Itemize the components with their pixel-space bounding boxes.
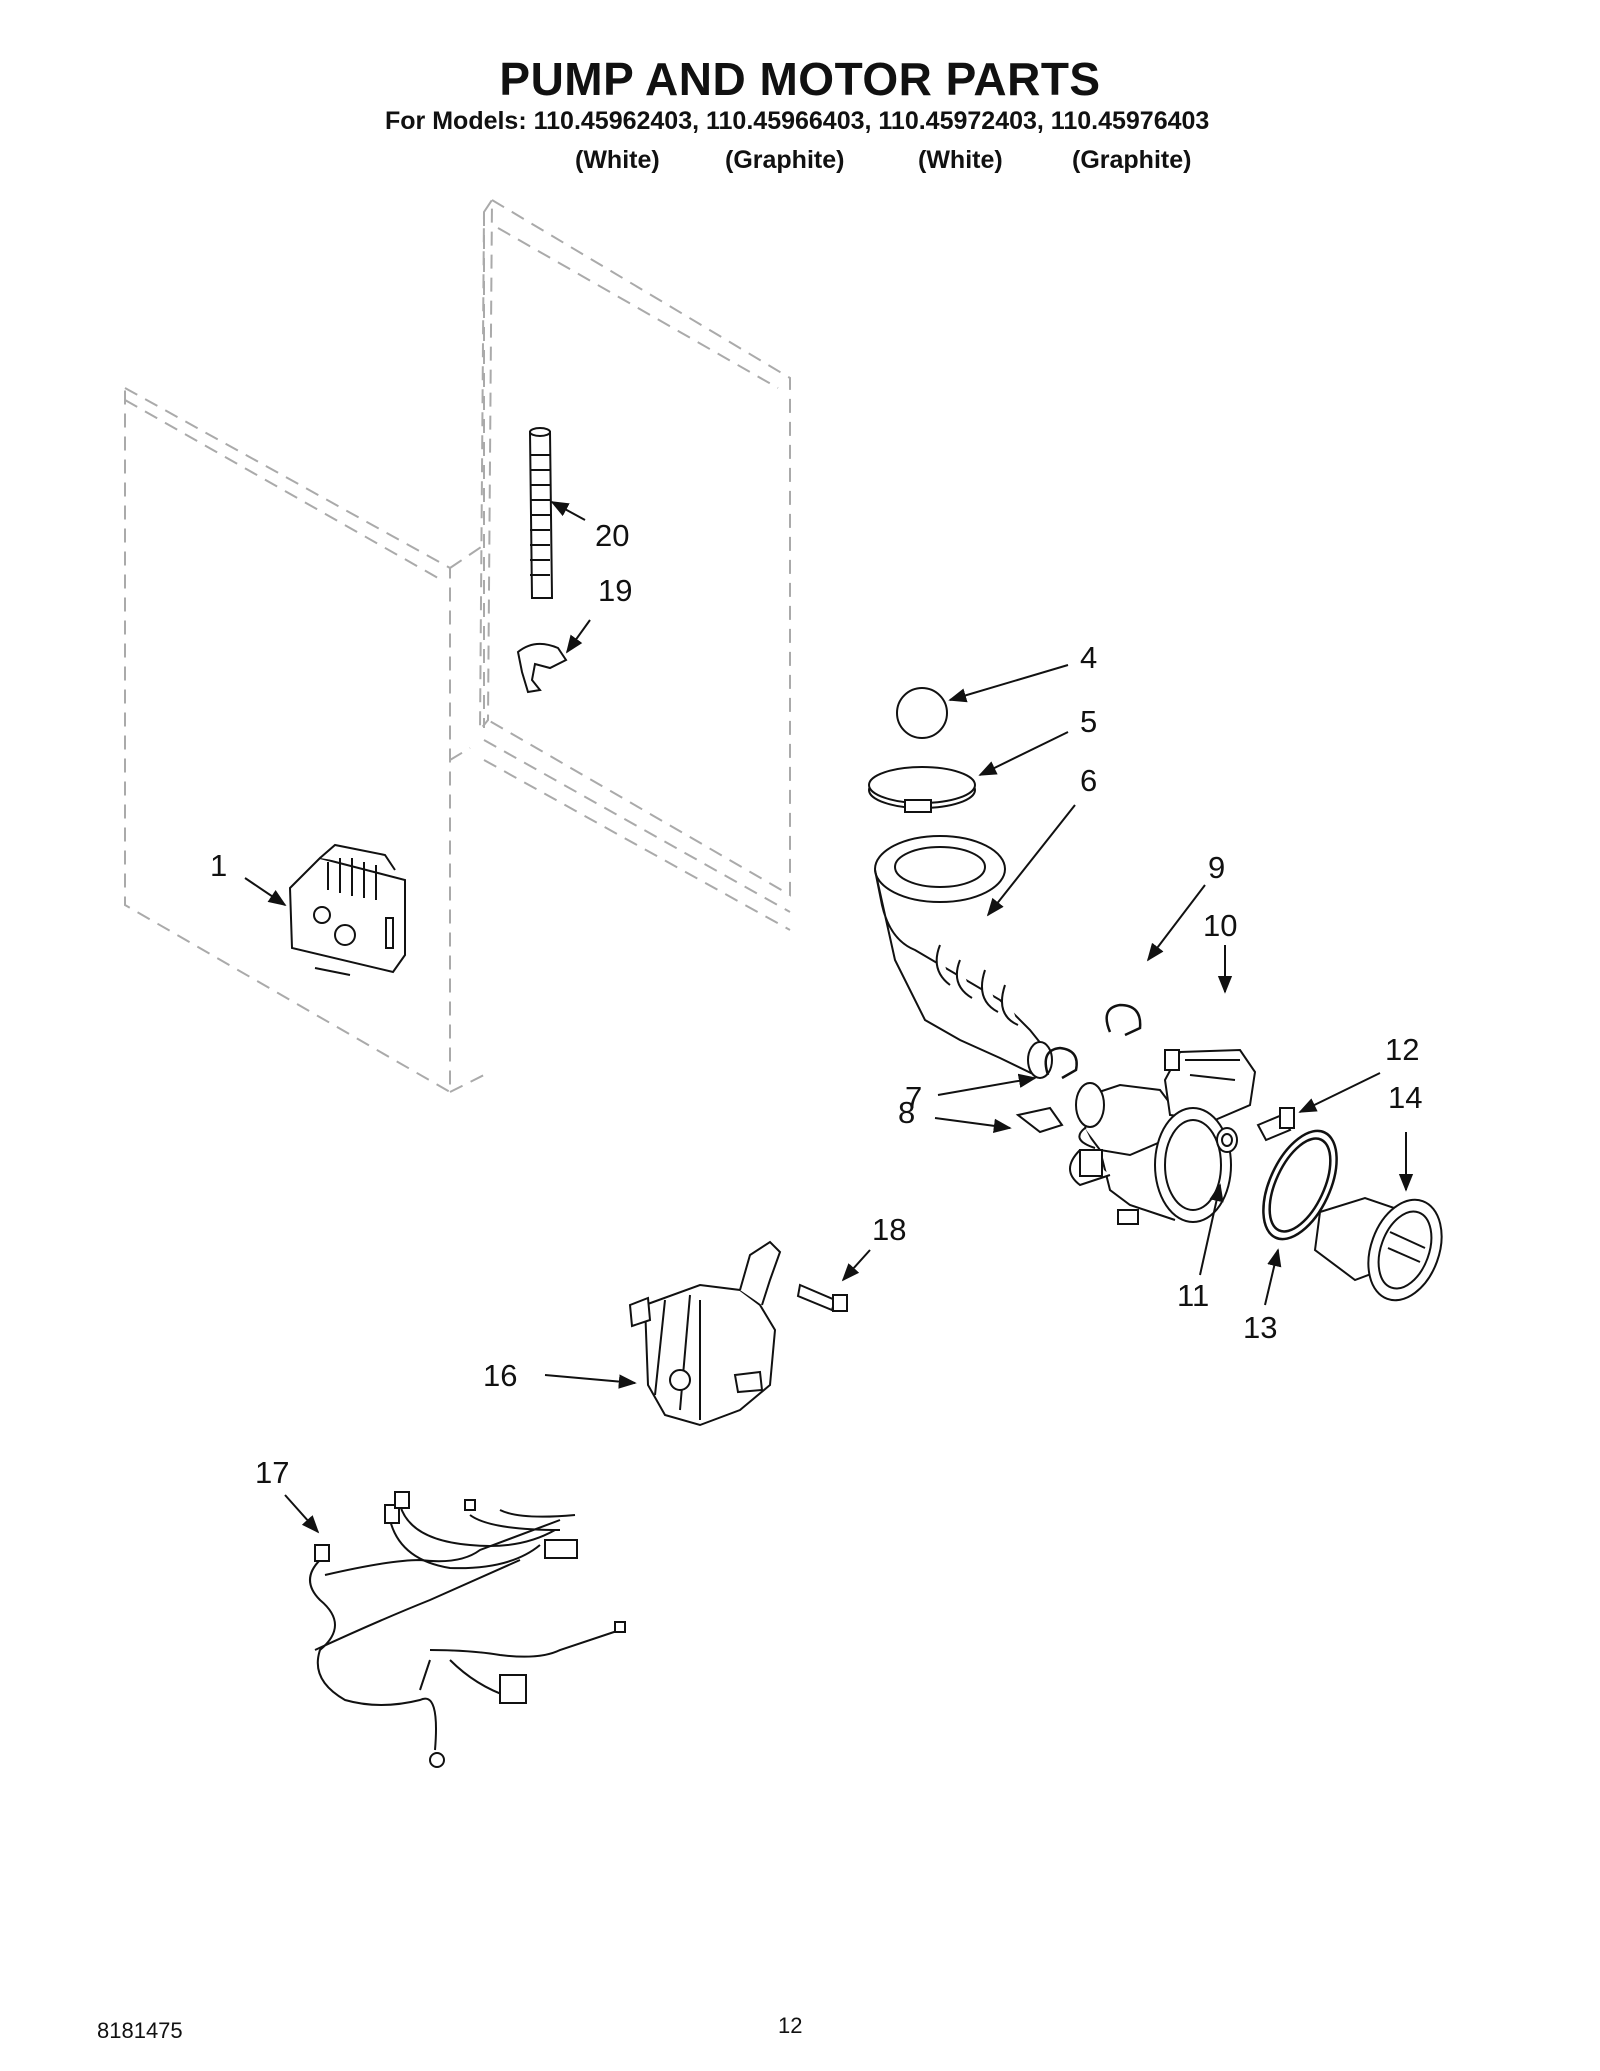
callout-17: 17 [255,1455,290,1490]
part-8-flap [1015,1106,1064,1134]
part-9-clip [1105,1003,1142,1037]
callout-13: 13 [1243,1310,1278,1345]
doc-number: 8181475 [97,2018,183,2043]
callout-18: 18 [872,1212,907,1247]
callout-leaders [244,501,1414,1534]
callout-16: 16 [483,1358,518,1393]
part-19-clamp [516,642,568,694]
callout-10: 10 [1203,908,1238,943]
callout-7: 7 [905,1080,923,1115]
callout-8: 8 [898,1095,916,1130]
callout-19: 19 [598,573,633,608]
callout-12: 12 [1385,1032,1420,1067]
part-5-clamp [868,766,976,813]
callout-6: 6 [1080,763,1098,798]
harness-connectors [314,1491,626,1768]
part-1-control [288,843,406,976]
part-18-bolt [796,1283,848,1312]
part-7-clip [1044,1046,1078,1080]
variant-label: (Graphite) [1072,146,1192,174]
callout-4: 4 [1080,640,1098,675]
part-11-seal [1216,1127,1238,1153]
callout-5: 5 [1080,704,1098,739]
part-4-ball [896,687,948,739]
callout-1: 1 [210,848,228,883]
part-16-motor [628,1240,782,1427]
callout-11: 11 [1177,1278,1210,1313]
part-12-screw [1256,1107,1295,1142]
part-13-gasket [1262,1129,1338,1241]
part-14-filter [1313,1196,1443,1302]
page-title: PUMP AND MOTOR PARTS [499,53,1101,105]
callout-20: 20 [595,518,630,553]
variant-label: (White) [575,146,660,174]
page-number: 12 [778,2013,803,2038]
variant-label: (White) [918,146,1003,174]
variant-label: (Graphite) [725,146,845,174]
part-10-pump [1069,1048,1257,1225]
models-line: For Models: 110.45962403, 110.45966403, … [385,107,1210,135]
part-20-hose [528,427,554,599]
cabinet-outline [124,196,791,1094]
callout-14: 14 [1388,1080,1423,1115]
part-6-bellows [874,835,1053,1079]
callout-9: 9 [1208,850,1226,885]
part-17-harness [309,1504,621,1751]
